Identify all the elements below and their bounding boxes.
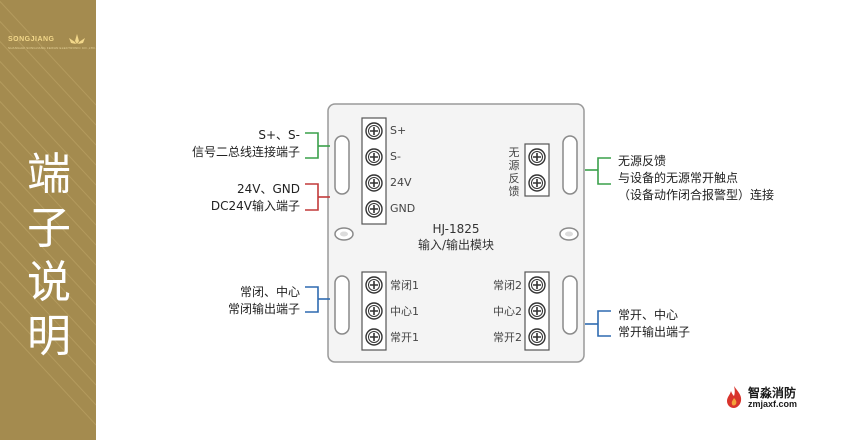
nc-bracket	[305, 286, 319, 313]
terminal-screw-icon	[365, 328, 383, 346]
terminal-label-s-plus: S+	[390, 124, 407, 137]
terminal-label-com2: 中心2	[493, 305, 522, 318]
flame-logo-icon	[727, 386, 742, 408]
terminal-label-feedback: 无源反馈	[508, 146, 520, 198]
mount-slot-right-bottom	[562, 275, 578, 335]
terminal-screw-icon	[365, 122, 383, 140]
mount-slot-left-top	[334, 135, 350, 195]
annotation-no-desc: 常开输出端子	[618, 325, 691, 339]
power-bracket	[305, 183, 319, 211]
brand-name: 智淼消防	[748, 386, 797, 400]
no-bracket	[597, 310, 611, 337]
sidebar: SONGJIANG SHANGHAI SONGJIANG FEIFAN ELEC…	[0, 0, 96, 440]
terminal-label-s-minus: S-	[390, 150, 401, 163]
terminal-screw-icon	[528, 328, 546, 346]
mount-slot-right-top	[562, 135, 578, 195]
terminal-screw-icon	[365, 302, 383, 320]
annotation-bus-terminals: S+、S-	[258, 128, 300, 142]
terminal-screw-icon	[365, 174, 383, 192]
feedback-bracket	[597, 157, 611, 185]
bus-bracket	[305, 132, 319, 159]
annotation-nc-desc: 常闭输出端子	[227, 302, 300, 316]
page-title: 端子说明	[27, 149, 71, 362]
terminal-label-24v: 24V	[390, 176, 412, 189]
annotation-power-terminals: 24V、GND	[237, 182, 300, 196]
terminal-label-no1: 常开1	[390, 331, 419, 344]
sidebar-decoration	[0, 0, 96, 426]
annotation-nc-terminals: 常闭、中心	[239, 285, 300, 299]
logo-subtitle: SHANGHAI SONGJIANG FEIFAN ELECTRONIC CO.…	[8, 46, 96, 50]
terminal-label-com1: 中心1	[390, 305, 419, 318]
terminal-screw-icon	[528, 174, 546, 192]
terminal-label-nc2: 常闭2	[493, 279, 522, 292]
annotation-feedback-desc: 与设备的无源常开触点	[618, 171, 739, 185]
module-body	[327, 103, 585, 363]
terminal-screw-icon	[528, 302, 546, 320]
annotation-power-desc: DC24V输入端子	[210, 199, 300, 213]
annotation-no-terminals: 常开、中心	[618, 308, 679, 322]
terminal-label-gnd: GND	[390, 202, 416, 215]
brand-url: zmjaxf.com	[748, 399, 798, 409]
annotation-bus-desc: 信号二总线连接端子	[191, 145, 300, 159]
module-name: 输入/输出模块	[417, 238, 495, 252]
logo-text: SONGJIANG	[8, 36, 55, 43]
terminal-screw-icon	[365, 276, 383, 294]
terminal-label-nc1: 常闭1	[390, 279, 419, 292]
terminal-label-no2: 常开2	[493, 331, 522, 344]
terminal-screw-icon	[365, 148, 383, 166]
module-model: HJ-1825	[432, 222, 480, 236]
terminal-screw-icon	[528, 276, 546, 294]
mount-slot-left-bottom	[334, 275, 350, 335]
terminal-screw-icon	[365, 200, 383, 218]
terminal-screws	[365, 122, 546, 346]
terminal-screw-icon	[528, 148, 546, 166]
annotation-feedback-note: （设备动作闭合报警型）连接	[618, 188, 775, 202]
lotus-logo-icon	[69, 34, 85, 44]
annotation-feedback-title: 无源反馈	[618, 154, 667, 168]
